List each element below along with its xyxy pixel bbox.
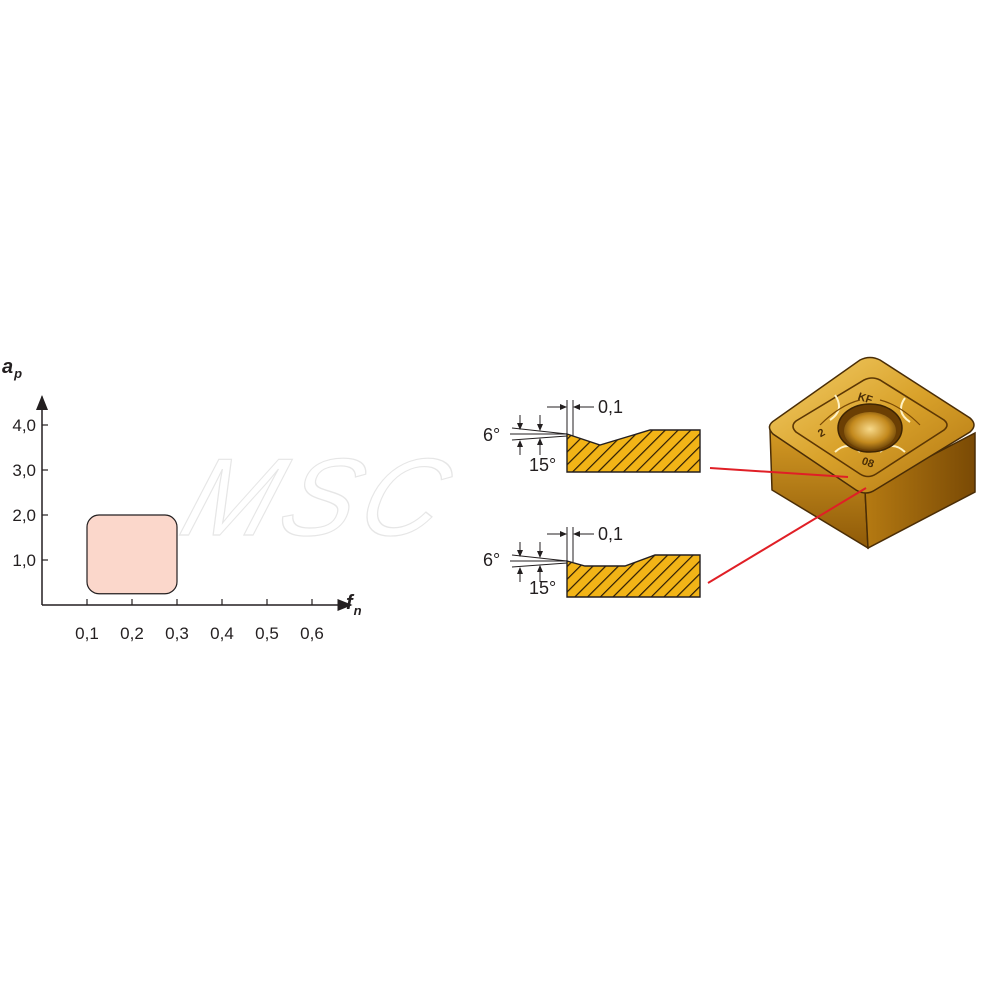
offset-label: 0,1 bbox=[598, 397, 623, 417]
x-tick-label: 0,6 bbox=[300, 624, 324, 643]
y-ticks: 1,0 2,0 3,0 4,0 bbox=[12, 416, 48, 570]
x-tick-label: 0,1 bbox=[75, 624, 99, 643]
profile-section bbox=[566, 429, 701, 473]
insert-marking: 08 bbox=[860, 455, 876, 470]
land-angle-label: 15° bbox=[529, 455, 556, 475]
chipbreaker-application-chart: 0,1 0,2 0,3 0,4 0,5 0,6 1,0 2,0 3,0 4,0 ap fn bbox=[2, 356, 362, 643]
y-tick-label: 2,0 bbox=[12, 506, 36, 525]
x-axis-label: fn bbox=[346, 592, 362, 618]
y-axis-label: ap bbox=[2, 356, 22, 381]
y-tick-label: 1,0 bbox=[12, 551, 36, 570]
watermark: MSC bbox=[169, 436, 471, 559]
recommended-area bbox=[86, 514, 178, 595]
x-tick-label: 0,2 bbox=[120, 624, 144, 643]
insert-marking: 2 bbox=[816, 427, 827, 440]
insert-marking: KF bbox=[856, 391, 874, 407]
leader-line-bottom bbox=[707, 487, 867, 584]
profile-section bbox=[566, 554, 701, 598]
x-ticks: 0,1 0,2 0,3 0,4 0,5 0,6 bbox=[75, 599, 324, 643]
offset-label: 0,1 bbox=[598, 524, 623, 544]
land-angle-label: 15° bbox=[529, 578, 556, 598]
edge-profile-top: 0,1 6° 15° bbox=[483, 397, 701, 475]
y-tick-label: 3,0 bbox=[12, 461, 36, 480]
x-tick-label: 0,5 bbox=[255, 624, 279, 643]
edge-profile-bottom: 0,1 6° 15° bbox=[483, 524, 701, 598]
insert-illustration: KF 2 08 bbox=[707, 356, 976, 584]
x-tick-label: 0,4 bbox=[210, 624, 234, 643]
y-tick-label: 4,0 bbox=[12, 416, 36, 435]
leader-line-top bbox=[709, 467, 849, 478]
rake-angle-label: 6° bbox=[483, 425, 500, 445]
rake-angle-label: 6° bbox=[483, 550, 500, 570]
x-tick-label: 0,3 bbox=[165, 624, 189, 643]
chipbreaker-groove bbox=[792, 377, 948, 478]
